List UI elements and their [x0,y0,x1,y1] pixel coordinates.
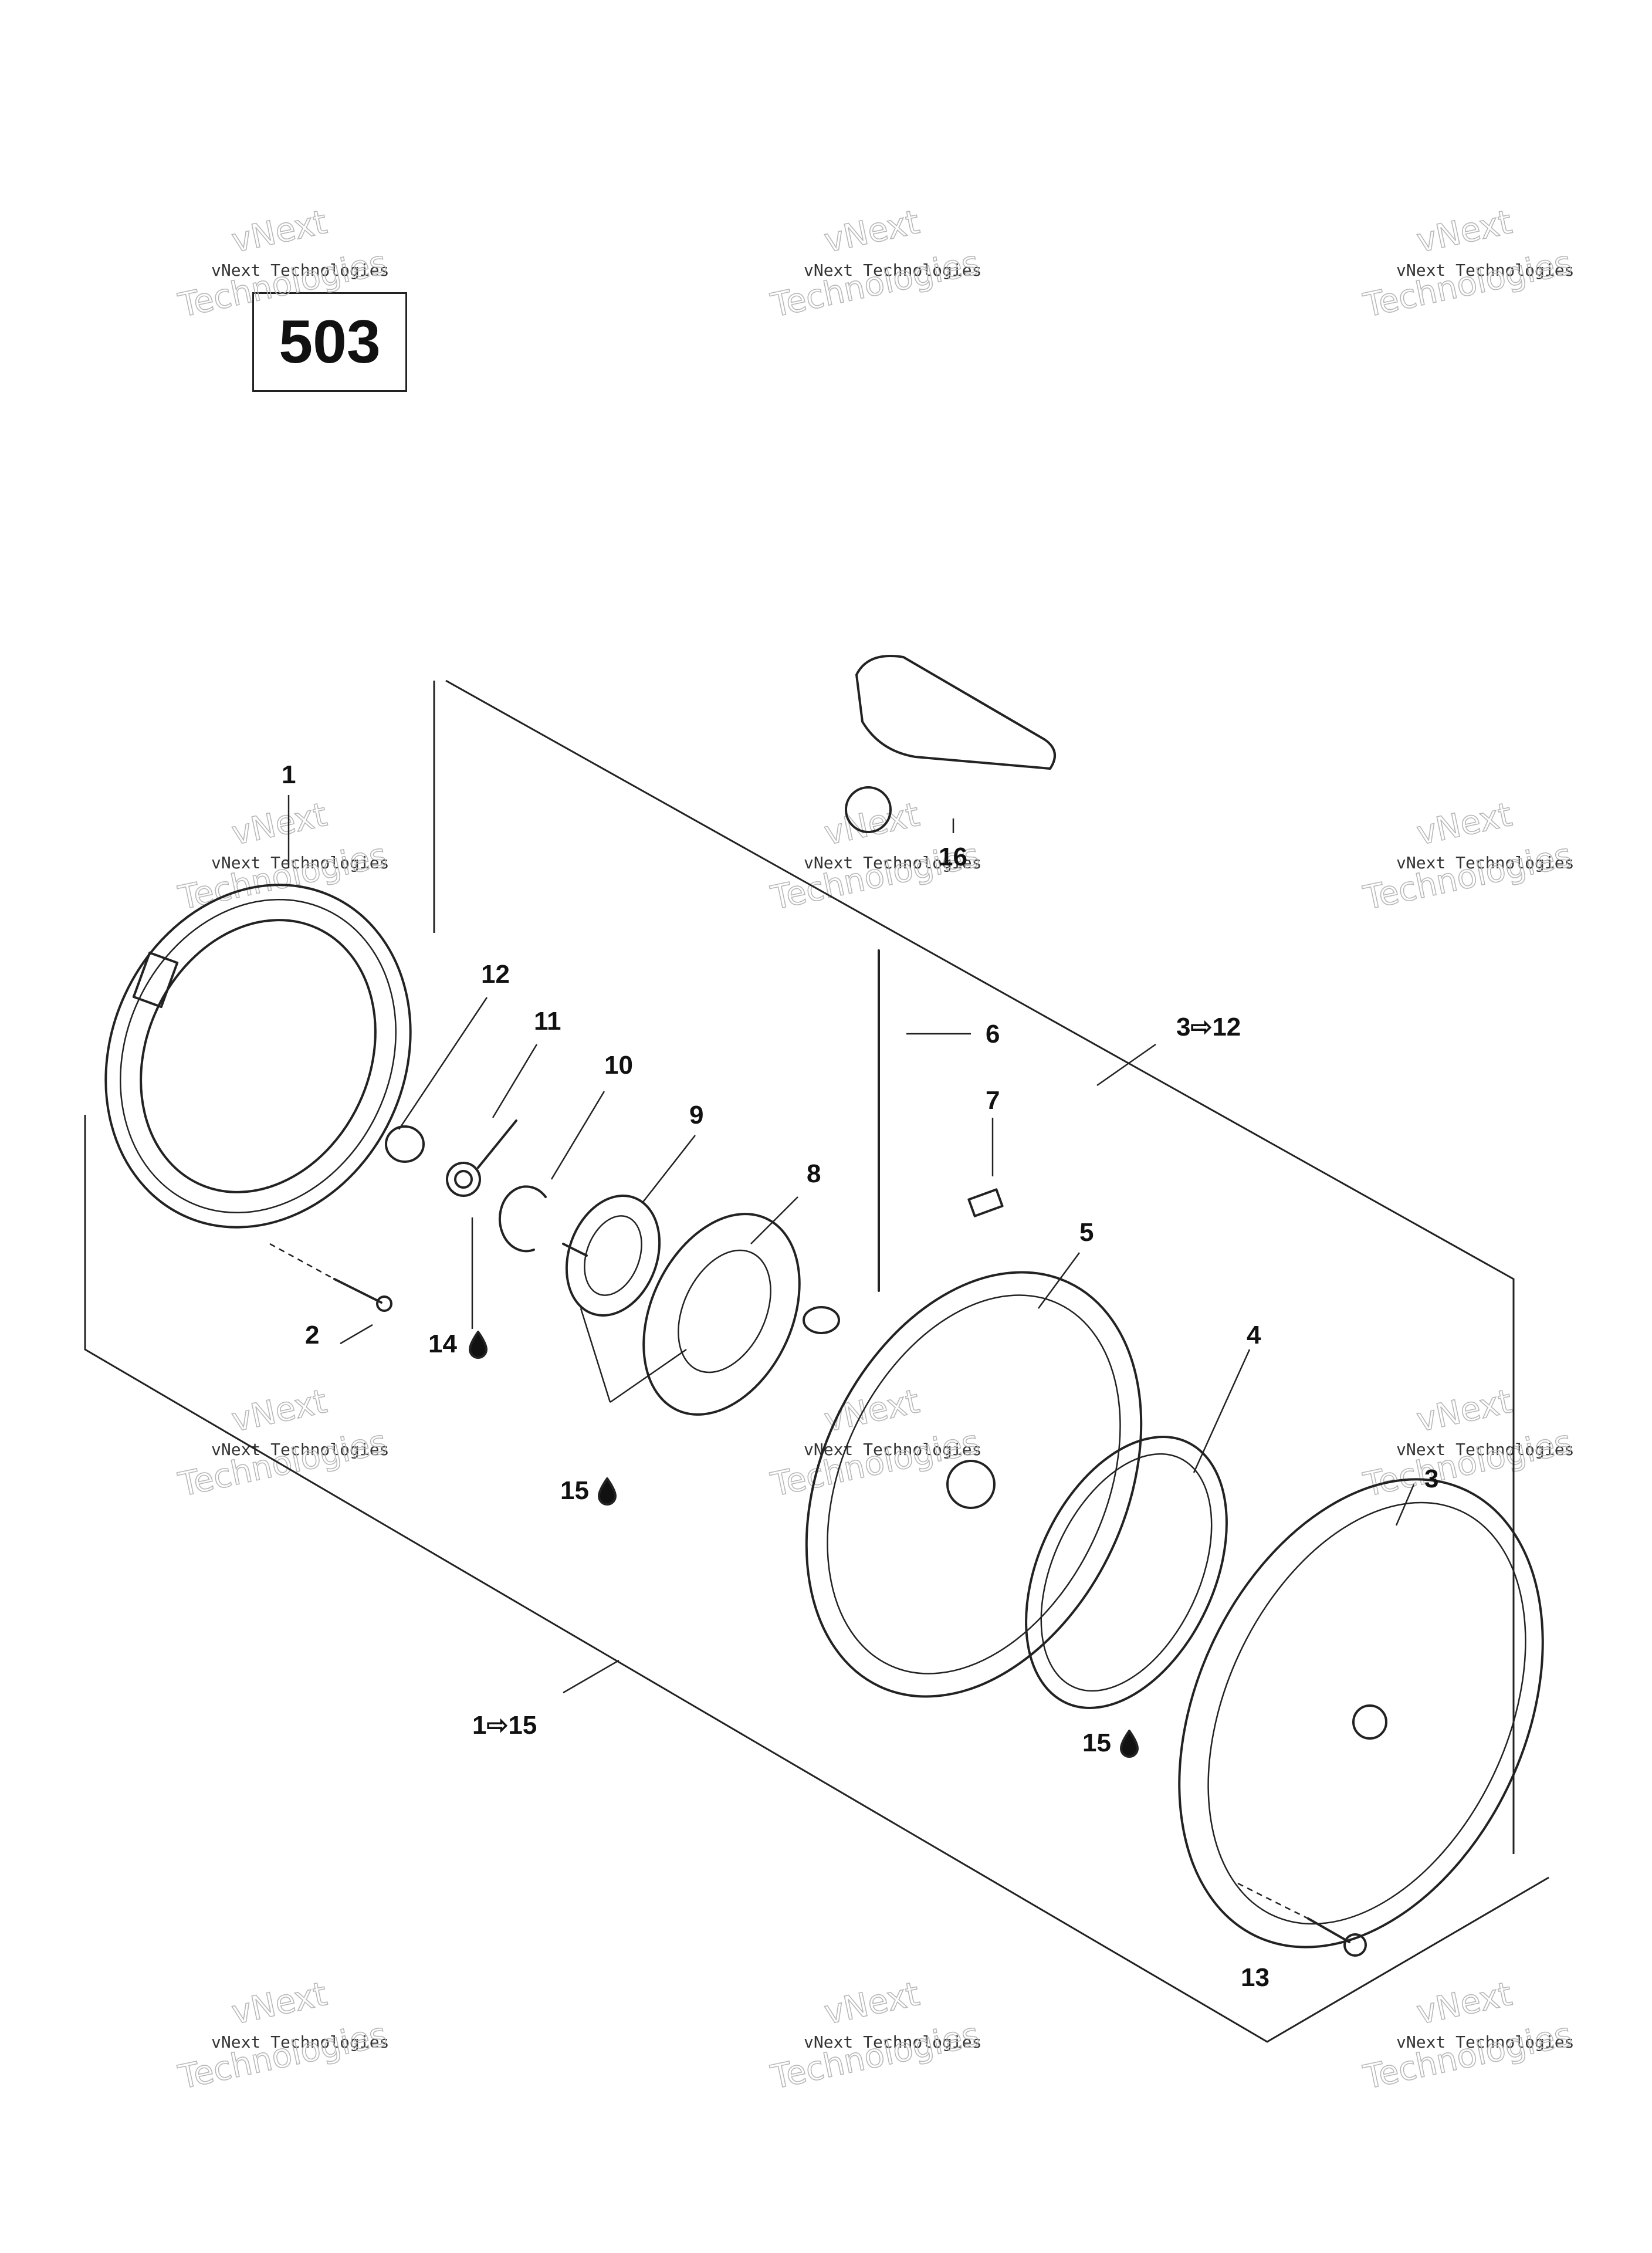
group-bracket-1-15 [84,679,1549,2043]
svg-text:vNext Technologies: vNext Technologies [804,2032,981,2052]
svg-text:vNext: vNext [228,796,330,853]
svg-text:vNext Technologies: vNext Technologies [211,1440,389,1459]
callout-9: 9 [689,1101,703,1129]
svg-text:Technologies: Technologies [175,1423,390,1504]
svg-text:Technologies: Technologies [175,2015,390,2097]
svg-text:vNext Technologies: vNext Technologies [1396,2032,1574,2052]
clip-part-12 [385,1125,425,1163]
callout-6: 6 [986,1020,1000,1048]
callout-7: 7 [986,1086,1000,1115]
callout-14: 14 [428,1330,457,1358]
callout-1: 1 [282,760,296,789]
callout-5: 5 [1079,1218,1094,1247]
callout-labels: 1 2 3 3⇨12 4 5 6 7 8 9 10 11 12 13 14 15… [282,760,1438,1992]
svg-text:Technologies: Technologies [1360,243,1575,325]
svg-text:vNext Technologies: vNext Technologies [211,2032,389,2052]
starter-housing-ring [104,884,412,1229]
svg-text:vNext: vNext [821,203,923,261]
svg-text:vNext: vNext [1413,1382,1515,1440]
c-clip-part-10 [499,1185,547,1253]
pulley-part-5 [805,1271,1143,1698]
callout-10: 10 [604,1051,633,1080]
callout-1-to-15: 1⇨15 [472,1711,537,1740]
bolt-part-13 [1237,1882,1367,1957]
callout-4: 4 [1247,1321,1261,1349]
svg-text:vNext: vNext [821,1975,923,2032]
svg-text:vNext: vNext [1413,796,1515,853]
svg-text:Technologies: Technologies [175,243,390,325]
svg-text:vNext Technologies: vNext Technologies [211,853,389,872]
svg-text:vNext Technologies: vNext Technologies [1396,261,1574,280]
svg-text:vNext Technologies: vNext Technologies [804,261,981,280]
svg-text:vNext: vNext [228,1975,330,2032]
svg-text:Technologies: Technologies [767,243,982,325]
svg-text:vNext: vNext [1413,203,1515,261]
spring-part-11 [446,1119,517,1197]
svg-text:vNext: vNext [821,796,923,853]
guide-part-8 [642,1213,840,1416]
svg-text:vNext Technologies: vNext Technologies [1396,853,1574,872]
callout-11: 11 [534,1007,561,1036]
svg-text:Technologies: Technologies [767,1423,982,1504]
screw-part-2 [269,1243,392,1312]
svg-text:vNext: vNext [228,1382,330,1440]
callout-3-to-12: 3⇨12 [1176,1013,1241,1041]
oil-drop-icon [469,1331,1139,1758]
svg-text:vNext Technologies: vNext Technologies [804,1440,981,1459]
callout-16: 16 [939,843,967,871]
svg-text:Technologies: Technologies [1360,836,1575,918]
callout-3: 3 [1424,1464,1438,1493]
svg-text:vNext Technologies: vNext Technologies [211,261,389,280]
svg-text:vNext Technologies: vNext Technologies [804,853,981,872]
svg-text:vNext: vNext [821,1382,923,1440]
svg-text:vNext Technologies: vNext Technologies [1396,1440,1574,1459]
leader-lines [287,795,1415,1694]
recoil-spring-part-4 [1025,1436,1228,1709]
svg-text:vNext: vNext [228,203,330,261]
pawl-part-9 [562,1195,661,1317]
callout-15-left: 15 [560,1476,589,1505]
key-part-7 [967,1188,1004,1217]
callout-15-right: 15 [1082,1728,1111,1757]
cover-part-3 [1178,1478,1544,1948]
svg-text:Technologies: Technologies [1360,2015,1575,2097]
callout-13: 13 [1241,1963,1270,1992]
svg-text:vNext: vNext [1413,1975,1515,2032]
callout-8: 8 [807,1159,821,1188]
svg-text:Technologies: Technologies [767,2015,982,2097]
callout-2: 2 [305,1321,319,1349]
page-reference-number: 503 [252,292,407,392]
callout-12: 12 [481,960,510,989]
handle-part-16 [845,655,1056,833]
